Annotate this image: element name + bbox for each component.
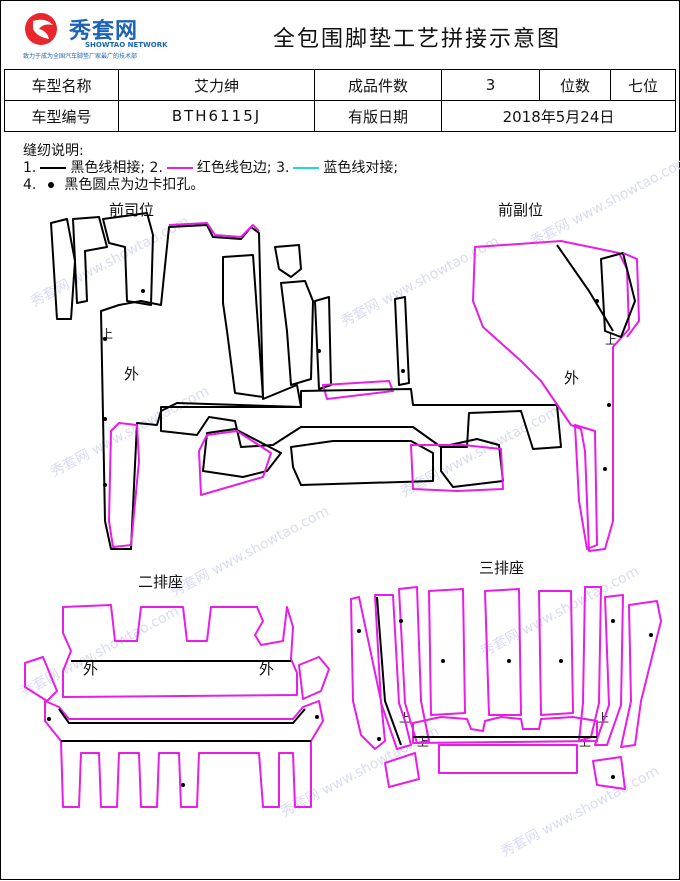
driver-sill-piece-2 (102, 212, 154, 306)
page-title: 全包围脚垫工艺拼接示意图 (272, 27, 561, 52)
row3-rear-right (592, 756, 626, 790)
vehicle-info-table: 车型名称 艾力绅 成品件数 3 位数 七位 车型编号 BTH6115J 有版日期… (4, 69, 676, 132)
value-pattern-date: 2018年5月24日 (441, 100, 676, 132)
notes-dot-line: 4. 黑色圆点为边卡扣孔。 (23, 177, 398, 194)
black-line-swatch (40, 167, 67, 169)
passenger-pieces (472, 240, 640, 552)
row3-pieces (350, 586, 662, 790)
label-model-code: 车型编号 (4, 100, 119, 132)
row3-rear-strip (438, 744, 578, 774)
row3-right-side (620, 600, 662, 748)
center-right-piece (394, 296, 410, 386)
section-label-row2: 二排座 (138, 573, 184, 591)
driver-top-edge (168, 222, 260, 238)
cyan-line-swatch (293, 167, 320, 169)
logo-en: SHOWTAO NETWORK (85, 41, 168, 49)
center-rear-left (202, 428, 282, 478)
mark-up-passenger: 上 (605, 333, 618, 347)
info-row-1: 车型名称 艾力绅 成品件数 3 位数 七位 (4, 69, 676, 101)
row3-track-strip-1 (398, 586, 430, 744)
logo-slogan: 致力于成为全国汽车脚垫厂家最广的技术部 (23, 53, 138, 60)
driver-small-piece (50, 218, 76, 320)
driver-main-edge (108, 422, 140, 548)
row3-left-rail-2 (374, 594, 412, 750)
row3-rear-left (384, 752, 420, 788)
driver-center-piece (222, 254, 264, 398)
driver-pieces (50, 212, 314, 550)
row2-pieces (24, 604, 330, 808)
center-tunnel (160, 388, 562, 450)
row3-right-rail (594, 594, 624, 746)
driver-pedal-piece-2 (280, 280, 314, 386)
note-2-text: 红色线包边; (196, 160, 272, 176)
row2-cushion (44, 700, 324, 808)
label-seats: 位数 (539, 69, 611, 101)
notes-legend-line: 1. 黑色线相接; 2. 红色线包边; 3. 蓝色线对接; (23, 160, 398, 177)
center-pieces (160, 296, 562, 496)
row2-backrest (62, 604, 298, 698)
note-1-number: 1. (23, 160, 37, 176)
mark-outer-driver: 外 (124, 365, 140, 383)
note-1-text: 黑色线相接; (70, 160, 146, 176)
notes-heading: 缝纫说明: (23, 143, 84, 159)
row3-track-3 (538, 590, 574, 716)
row3-track-1 (428, 588, 466, 716)
center-rear-mid (290, 440, 434, 486)
row3-connector (412, 716, 598, 744)
row2-left-wing (24, 656, 58, 702)
driver-main-mat (100, 224, 302, 550)
center-rear-edge-2 (410, 444, 504, 492)
note-4-number: 4. (23, 177, 37, 193)
center-strip (322, 380, 394, 400)
mark-outer-row2-left: 外 (83, 660, 99, 678)
value-piece-count: 3 (441, 69, 540, 101)
snap-hole-dot-icon (48, 182, 55, 188)
sewing-notes: 缝纫说明: 1. 黑色线相接; 2. 红色线包边; 3. 蓝色线对接; 4. 黑色圆点为… (23, 143, 398, 194)
section-label-row3: 三排座 (479, 559, 525, 577)
mark-outer-passenger: 外 (564, 369, 580, 387)
center-rear-edge (198, 430, 272, 496)
info-row-2: 车型编号 BTH6115J 有版日期 2018年5月24日 (4, 100, 676, 132)
brand-logo: 秀套网 SHOWTAO NETWORK 致力于成为全国汽车脚垫厂家最广的技术部 (23, 11, 173, 60)
note-4-text: 黑色圆点为边卡扣孔。 (64, 177, 205, 193)
red-line-swatch (166, 167, 193, 169)
row3-rail-black (376, 596, 402, 746)
row3-left-rail (350, 596, 386, 750)
driver-sill-piece (72, 216, 108, 304)
passenger-main-mat (472, 240, 630, 552)
section-label-passenger: 前副位 (498, 201, 544, 219)
row2-cushion-seam (58, 708, 306, 724)
label-pattern-date: 有版日期 (314, 100, 442, 132)
row3-track-2 (484, 588, 522, 716)
note-2-number: 2. (149, 160, 163, 176)
driver-pedal-piece (274, 244, 302, 278)
row2-right-wing (298, 656, 330, 700)
note-3-text: 蓝色线对接; (323, 160, 399, 176)
mark-outer-row2-right: 外 (259, 660, 275, 678)
logo-name: 秀套网 (69, 19, 139, 44)
center-left-piece (314, 296, 332, 390)
note-3-number: 3. (276, 160, 290, 176)
label-piece-count: 成品件数 (314, 69, 442, 101)
logo-mark-icon (25, 13, 57, 45)
snap-holes (47, 289, 653, 787)
passenger-lower (574, 424, 598, 550)
passenger-side-piece-edge (622, 252, 640, 338)
passenger-side-piece (600, 252, 636, 338)
